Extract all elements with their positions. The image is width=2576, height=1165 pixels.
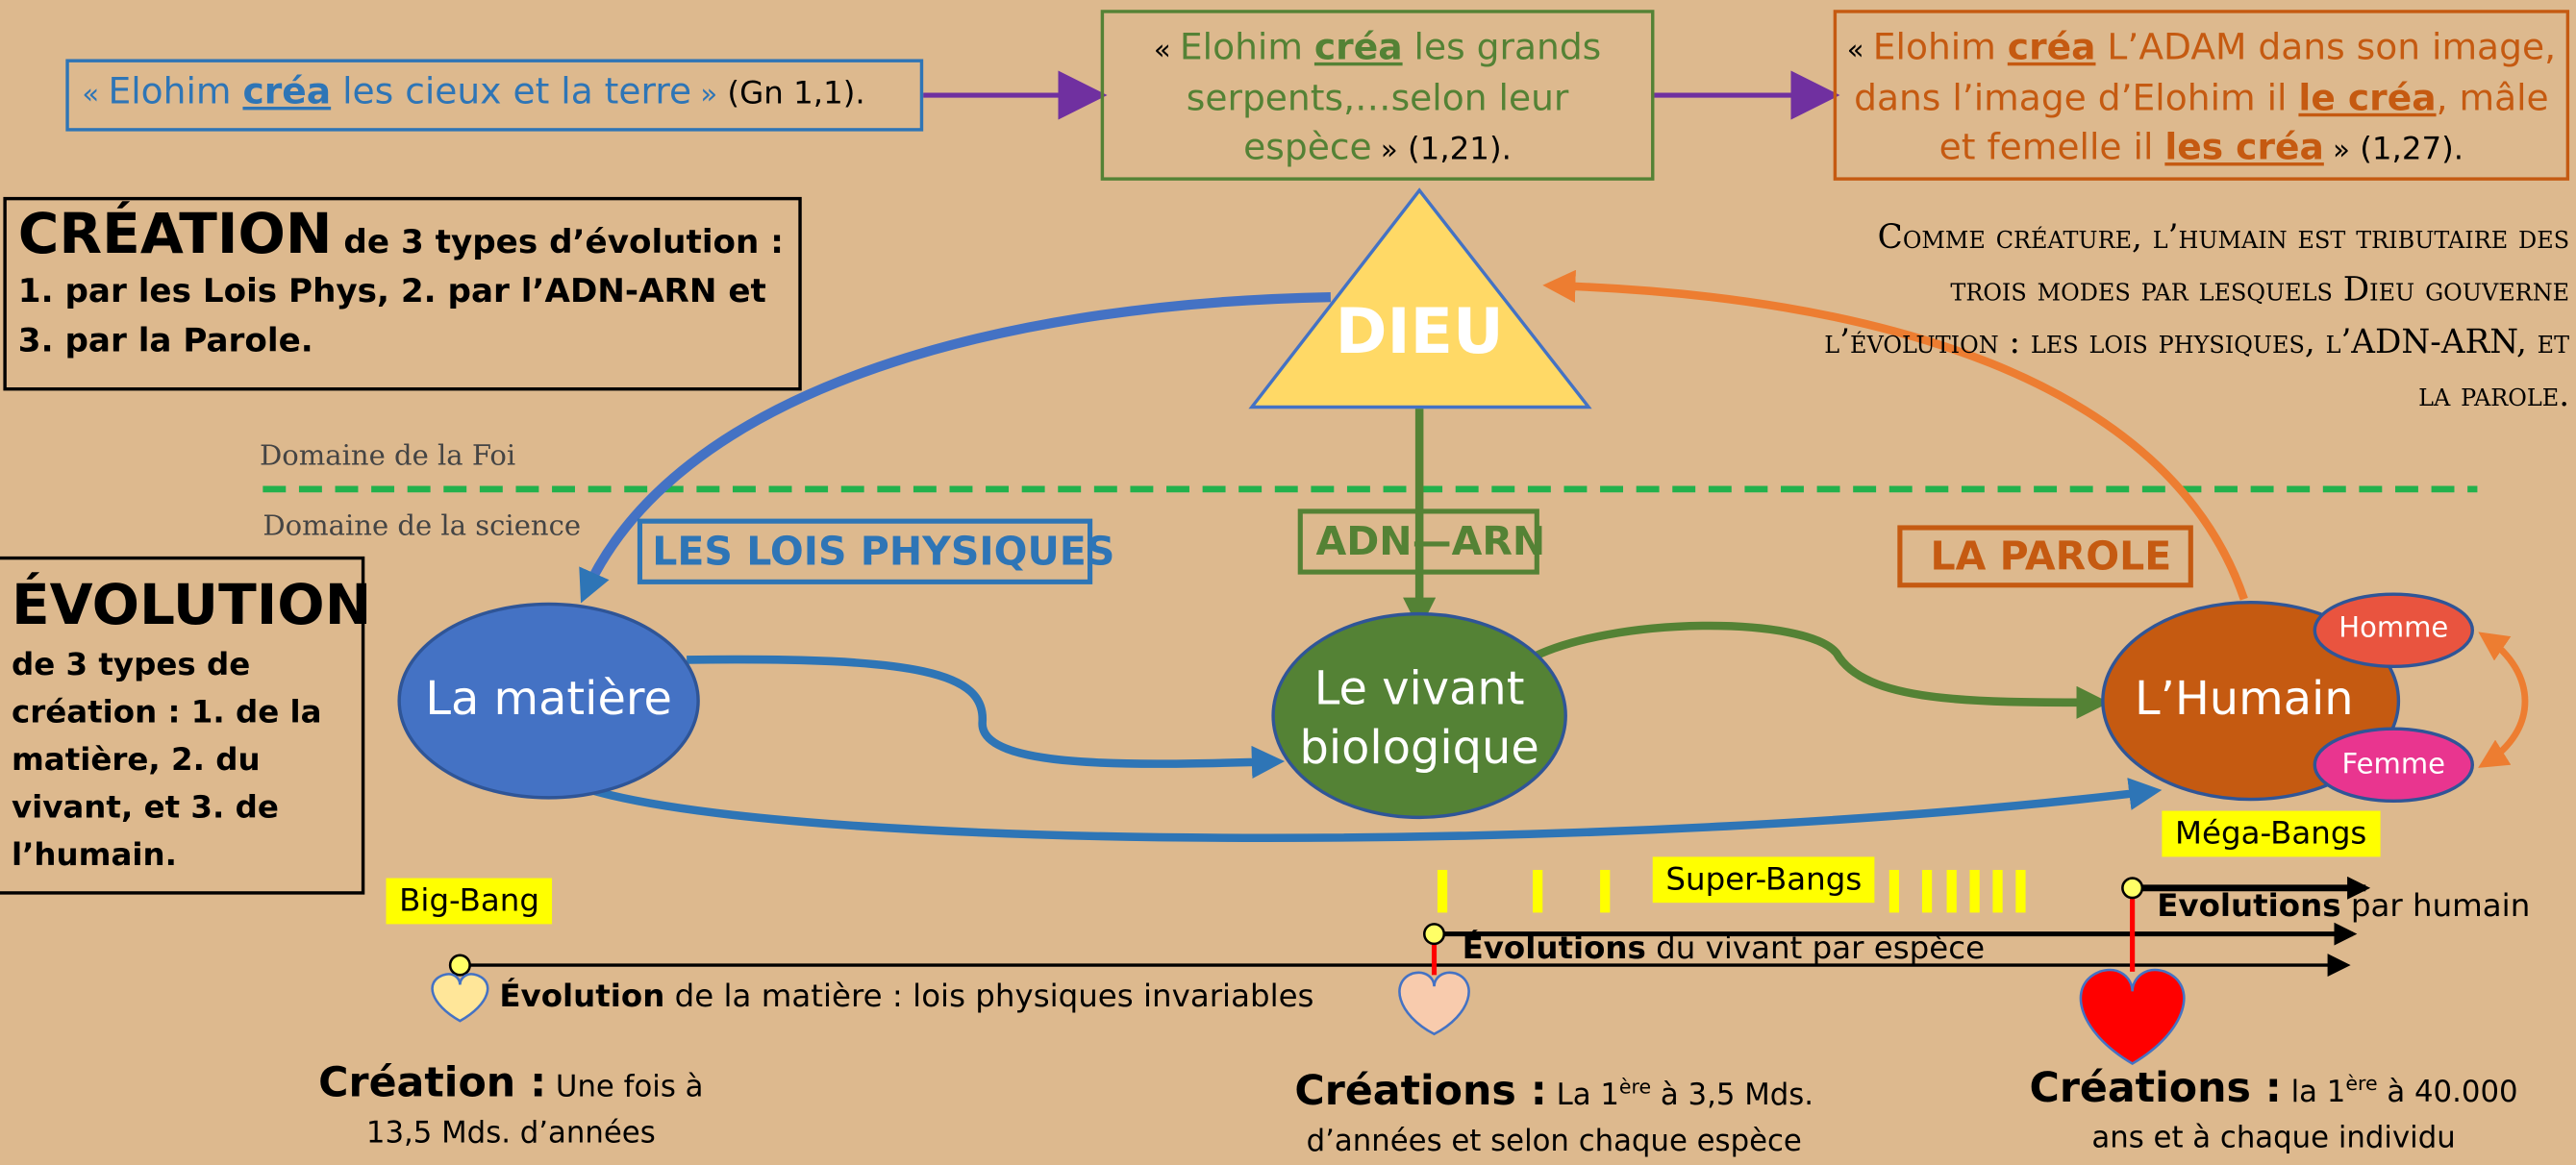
arrow-matiere-vivant (687, 655, 1286, 780)
caption-pre: la 1 (2281, 1075, 2346, 1110)
arrow-matiere-humain (593, 778, 2163, 842)
mode-adn-arn: ADN—ARN (1297, 508, 1545, 575)
node-matiere (397, 602, 700, 800)
creation-title: CRÉATION (17, 202, 333, 268)
quote-close: » (1371, 135, 1398, 168)
node-femme (2313, 727, 2475, 804)
node-homme (2313, 592, 2475, 668)
arrow-vivant-humain (1525, 621, 2110, 719)
quote-close: » (691, 78, 718, 112)
label-homme: Homme (2338, 611, 2449, 646)
caption-creation-humain: Créations : la 1ère à 40.000 ans et à ch… (1994, 1060, 2553, 1162)
quote-text: les cieux et la terre (331, 72, 692, 113)
caption-creation-matiere: Création : Une fois à 13,5 Mds. d’années (246, 1058, 775, 1157)
caption-creation-vivant: Créations : La 1ère à 3,5 Mds. d’années … (1248, 1064, 1860, 1165)
quote-ref: (1,27). (2349, 131, 2464, 168)
quote-box-2: « Elohim créa les grands serpents,…selon… (1100, 10, 1655, 181)
timeline-label-bold: Evolutions (2157, 887, 2341, 925)
label-humain: L’Humain (2134, 671, 2354, 726)
heart-icon-vivant (1398, 971, 1470, 1036)
evolution-box: ÉVOLUTION de 3 types de création : 1. de… (0, 556, 372, 895)
caption-sup: ère (2345, 1072, 2378, 1095)
timeline-label-humain: Evolutions par humain (2157, 888, 2530, 925)
timeline-label-vivant: Évolutions du vivant par espèce (1463, 930, 1985, 967)
quote-open: « (82, 78, 109, 112)
quote-verb: créa (1313, 28, 1403, 69)
dieu-triangle (1248, 187, 1592, 409)
creation-text: de 3 types d’évolution : 1. par les Lois… (17, 221, 784, 359)
quote-text: les grands serpents,…selon leur espèce (1186, 28, 1602, 169)
caption-sup: ère (1618, 1075, 1652, 1099)
caption-line2: d’années et selon chaque espèce (1306, 1124, 1802, 1159)
super-bang-ticks (1437, 870, 2026, 913)
caption-rest: Une fois à (546, 1070, 704, 1105)
mode-la-parole: LA PAROLE (1897, 525, 2193, 588)
quote-box-1: « Elohim créa les cieux et la terre » (G… (65, 59, 924, 132)
mode-lois-physiques: LES LOIS PHYSIQUES (637, 518, 1114, 584)
arrow-dieu-matiere (579, 291, 1331, 604)
node-vivant (1271, 611, 1567, 820)
evolution-text: de 3 types de création : 1. de la matièr… (11, 646, 322, 874)
caption-bold: Création : (318, 1058, 547, 1106)
label-matiere: La matière (425, 671, 672, 726)
right-commentary: Comme créature, l’humain est tributaire … (1824, 216, 2570, 414)
label-femme: Femme (2341, 748, 2445, 781)
arrow-homme-femme (2478, 632, 2529, 768)
quote-verb: les créa (2164, 128, 2324, 169)
timeline-label-bold: Évolution (499, 978, 665, 1015)
quote-ref: (1,21). (1397, 131, 1512, 168)
caption-pre: La 1 (1546, 1078, 1619, 1113)
timeline-label-rest: par humain (2340, 887, 2531, 925)
heart-icon-humain (2079, 968, 2186, 1066)
evolution-title: ÉVOLUTION (11, 572, 372, 639)
quote-close: » (2323, 135, 2350, 168)
tag-big-bang: Big-Bang (386, 878, 553, 925)
timeline-label-rest: de la matière : lois physiques invariabl… (664, 978, 1314, 1015)
creation-box: CRÉATION de 3 types d’évolution : 1. par… (3, 196, 802, 391)
quote-text: Elohim (1872, 28, 2008, 69)
caption-bold: Créations : (1294, 1066, 1547, 1115)
caption-bold: Créations : (2029, 1063, 2282, 1112)
caption-line2: 13,5 Mds. d’années (365, 1116, 656, 1152)
quote-verb: créa (242, 72, 332, 113)
timeline-label-rest: du vivant par espèce (1645, 930, 1986, 967)
quote-text: Elohim (108, 72, 243, 113)
domain-science-label: Domaine de la science (263, 510, 582, 544)
caption-line2: ans et à chaque individu (2091, 1121, 2456, 1156)
heart-icon-matiere (431, 973, 489, 1023)
tag-super-bangs: Super-Bangs (1652, 856, 1875, 904)
quote-open: « (1153, 34, 1180, 68)
quote-open: « (1846, 34, 1873, 68)
tag-mega-bangs: Méga-Bangs (2162, 810, 2381, 857)
caption-post: à 40.000 (2377, 1075, 2518, 1110)
quote-text: , mâle et femelle il (1938, 78, 2549, 169)
label-vivant-line1: Le vivant (1313, 661, 1525, 716)
quote-ref: (Gn 1,1). (717, 75, 865, 112)
quote-verb: créa (2007, 28, 2096, 69)
dot-megabang (2121, 877, 2144, 900)
quote-box-3: « Elohim créa L’ADAM dans son image, dan… (1833, 10, 2570, 181)
quote-text: Elohim (1179, 28, 1314, 69)
quote-verb: le créa (2298, 78, 2437, 120)
dieu-label: DIEU (1335, 295, 1504, 368)
timeline-label-matiere: Évolution de la matière : lois physiques… (499, 979, 1313, 1015)
label-vivant: Le vivant biologique (1273, 659, 1565, 778)
quote-text: L’ADAM dans son image, dans l’image d’El… (1854, 28, 2557, 120)
arrow-humain-dieu (1542, 269, 2248, 601)
timeline-label-bold: Évolutions (1462, 930, 1646, 967)
dot-superbang (1422, 923, 1446, 946)
label-vivant-line2: biologique (1299, 720, 1539, 775)
dot-bigbang (448, 954, 471, 977)
caption-post: à 3,5 Mds. (1651, 1078, 1814, 1113)
domain-foi-label: Domaine de la Foi (259, 439, 516, 473)
